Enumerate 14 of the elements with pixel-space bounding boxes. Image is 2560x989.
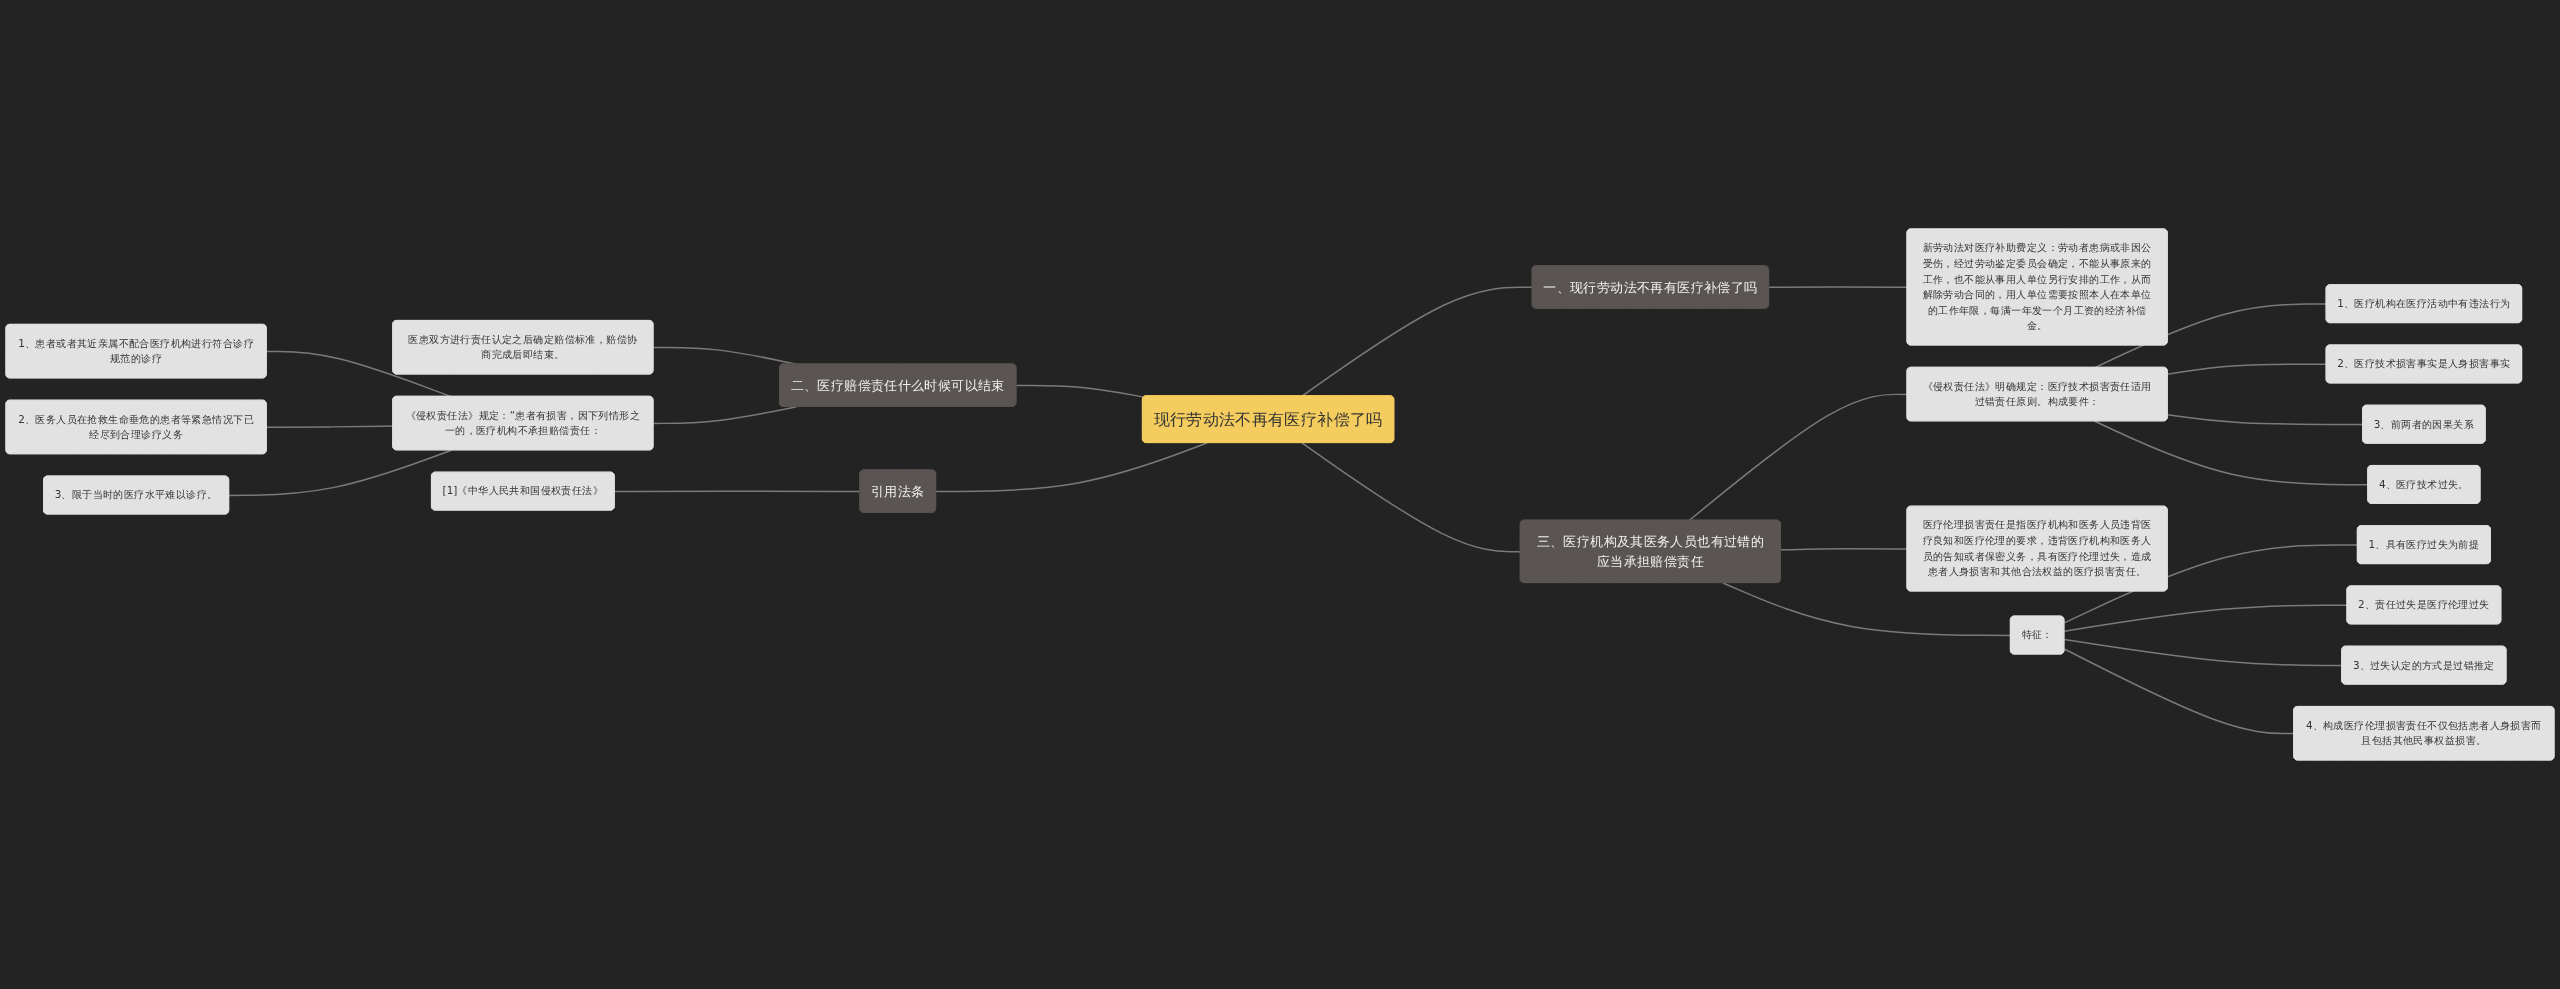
connector [228,449,453,497]
connector [1301,442,1522,553]
connector [2063,648,2295,735]
connector [2094,303,2328,369]
connector [2166,363,2328,375]
connector [265,425,394,429]
connector [2094,420,2369,486]
connector [1301,286,1534,397]
connector [2063,638,2343,667]
connector [613,490,861,493]
connector [2166,414,2364,426]
connector [1015,384,1145,398]
connector [1722,582,2012,637]
connector [935,442,1208,493]
